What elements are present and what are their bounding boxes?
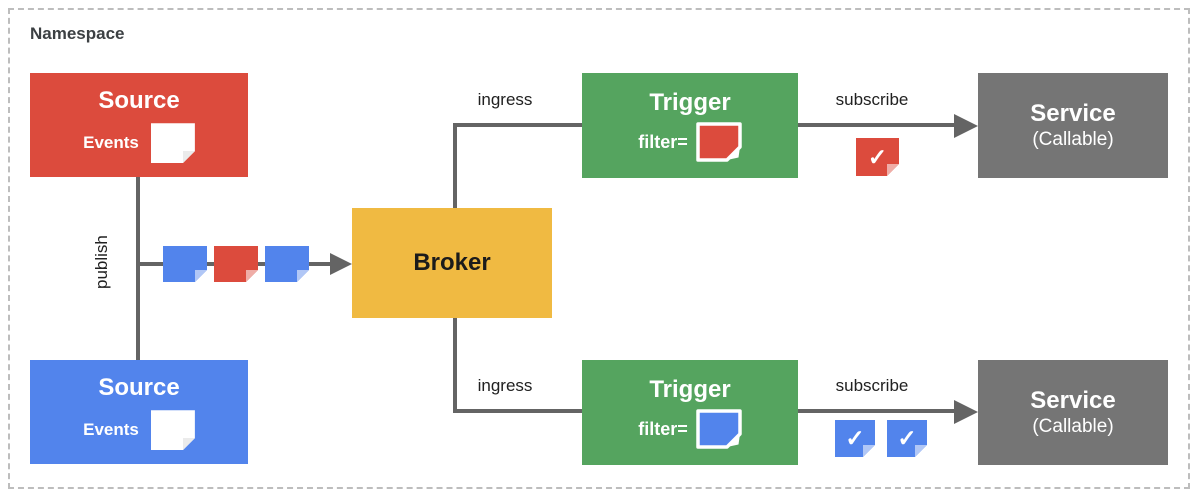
white-event-note-icon (151, 123, 195, 163)
namespace-boundary (8, 8, 1190, 489)
publish-edge-label: publish (92, 235, 111, 289)
service-subtitle: (Callable) (1032, 129, 1114, 151)
events-label: Events (83, 420, 139, 440)
ingress-top-edge-label: ingress (477, 90, 533, 109)
check-icon: ✓ (897, 425, 917, 451)
blue-event-note-icon (163, 246, 207, 282)
check-icon: ✓ (845, 425, 865, 451)
red-event-note-icon (214, 246, 258, 282)
ingress-bottom-edge-label: ingress (477, 376, 533, 395)
service-title: Service (1030, 99, 1116, 127)
blue-filter-note-icon (696, 409, 742, 450)
filter-label: filter= (638, 418, 688, 439)
trigger-title: Trigger (649, 375, 731, 403)
subscribe-bottom-edge-label: subscribe (835, 376, 909, 395)
subscribe-top-edge-label: subscribe (835, 90, 909, 109)
subscribe-top-arrowhead-icon (954, 114, 978, 138)
node-source-red: Source Events (30, 73, 248, 177)
node-service-top: Service (Callable) (978, 73, 1168, 178)
namespace-label: Namespace (30, 24, 125, 43)
events-label: Events (83, 133, 139, 153)
node-broker: Broker (352, 208, 552, 318)
subscribe-bottom-arrow-shaft (798, 409, 954, 413)
blue-event-note-icon (265, 246, 309, 282)
trigger-title: Trigger (649, 88, 731, 116)
service-title: Service (1030, 386, 1116, 414)
red-checked-event-note-icon: ✓ (856, 138, 899, 176)
ingress-bottom-horizontal-line (453, 409, 582, 413)
subscribe-bottom-arrowhead-icon (954, 400, 978, 424)
node-service-bottom: Service (Callable) (978, 360, 1168, 465)
source-title: Source (98, 86, 180, 114)
filter-label: filter= (638, 131, 688, 152)
node-trigger-top: Trigger filter= (582, 73, 798, 178)
service-subtitle: (Callable) (1032, 416, 1114, 438)
ingress-top-horizontal-line (453, 123, 582, 127)
publish-arrowhead-icon (330, 253, 352, 275)
ingress-bottom-vertical-line (453, 318, 457, 413)
check-icon: ✓ (867, 143, 888, 170)
subscribe-top-arrow-shaft (798, 123, 954, 127)
source-to-source-line (136, 177, 140, 360)
broker-title: Broker (413, 249, 491, 277)
node-source-blue: Source Events (30, 360, 248, 464)
white-event-note-icon (151, 410, 195, 450)
source-title: Source (98, 373, 180, 401)
red-filter-note-icon (696, 122, 742, 163)
ingress-top-vertical-line (453, 123, 457, 208)
node-trigger-bottom: Trigger filter= (582, 360, 798, 465)
blue-checked-event-note-icon: ✓ (835, 420, 875, 457)
